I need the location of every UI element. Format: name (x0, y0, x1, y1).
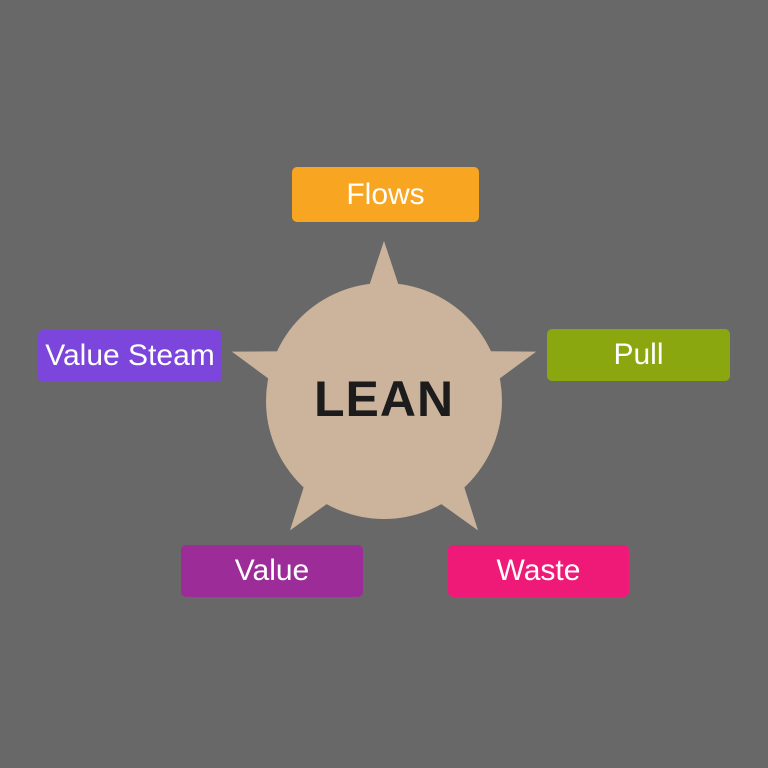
center-label-lean: LEAN (313, 371, 455, 427)
node-pull: Pull (547, 329, 730, 381)
node-value-steam-label: Value Steam (45, 339, 215, 372)
node-pull-label: Pull (613, 338, 664, 371)
node-waste: Waste (448, 545, 629, 597)
node-flows: Flows (292, 167, 479, 222)
node-value-label: Value (234, 554, 310, 587)
node-flows-label: Flows (346, 177, 425, 211)
node-waste-label: Waste (496, 554, 581, 587)
node-value-steam: Value Steam (38, 330, 222, 382)
center-circle (266, 283, 502, 519)
node-value: Value (181, 545, 363, 597)
